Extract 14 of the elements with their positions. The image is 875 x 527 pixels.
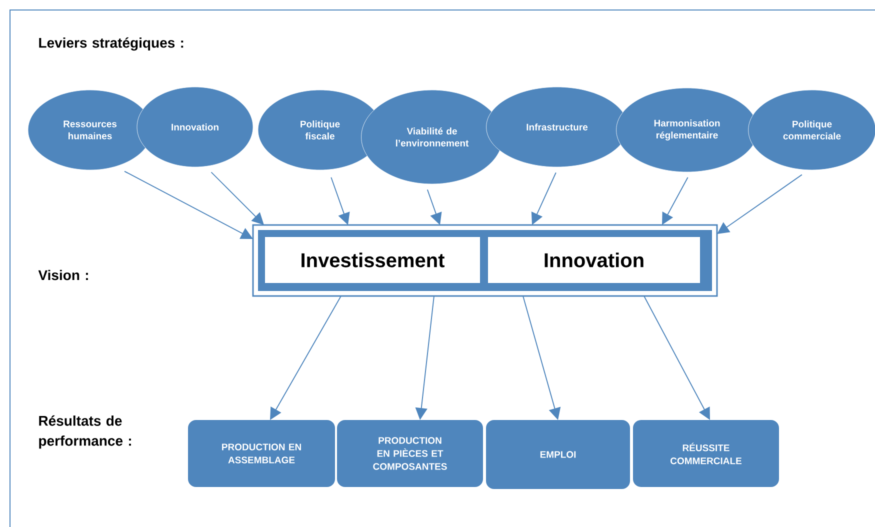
- section-label: Vision :: [38, 270, 88, 280]
- result-box: PRODUCTION EN ASSEMBLAGE: [188, 420, 335, 487]
- arrow: [662, 176, 688, 225]
- arrow: [210, 172, 264, 225]
- result-box: EMPLOI: [486, 420, 630, 489]
- arrow: [717, 174, 802, 234]
- arrow: [124, 170, 253, 239]
- vision-box: Investissement: [265, 237, 480, 283]
- result-box: PRODUCTION EN PIÈCES ET COMPOSANTES: [337, 420, 483, 487]
- result-box: RÉUSSITE COMMERCIALE: [633, 420, 779, 487]
- arrow: [270, 296, 342, 420]
- vision-box: Innovation: [488, 237, 700, 283]
- section-label: Résultats de performance :: [39, 415, 131, 449]
- section-label: Leviers stratégiques :: [39, 37, 184, 51]
